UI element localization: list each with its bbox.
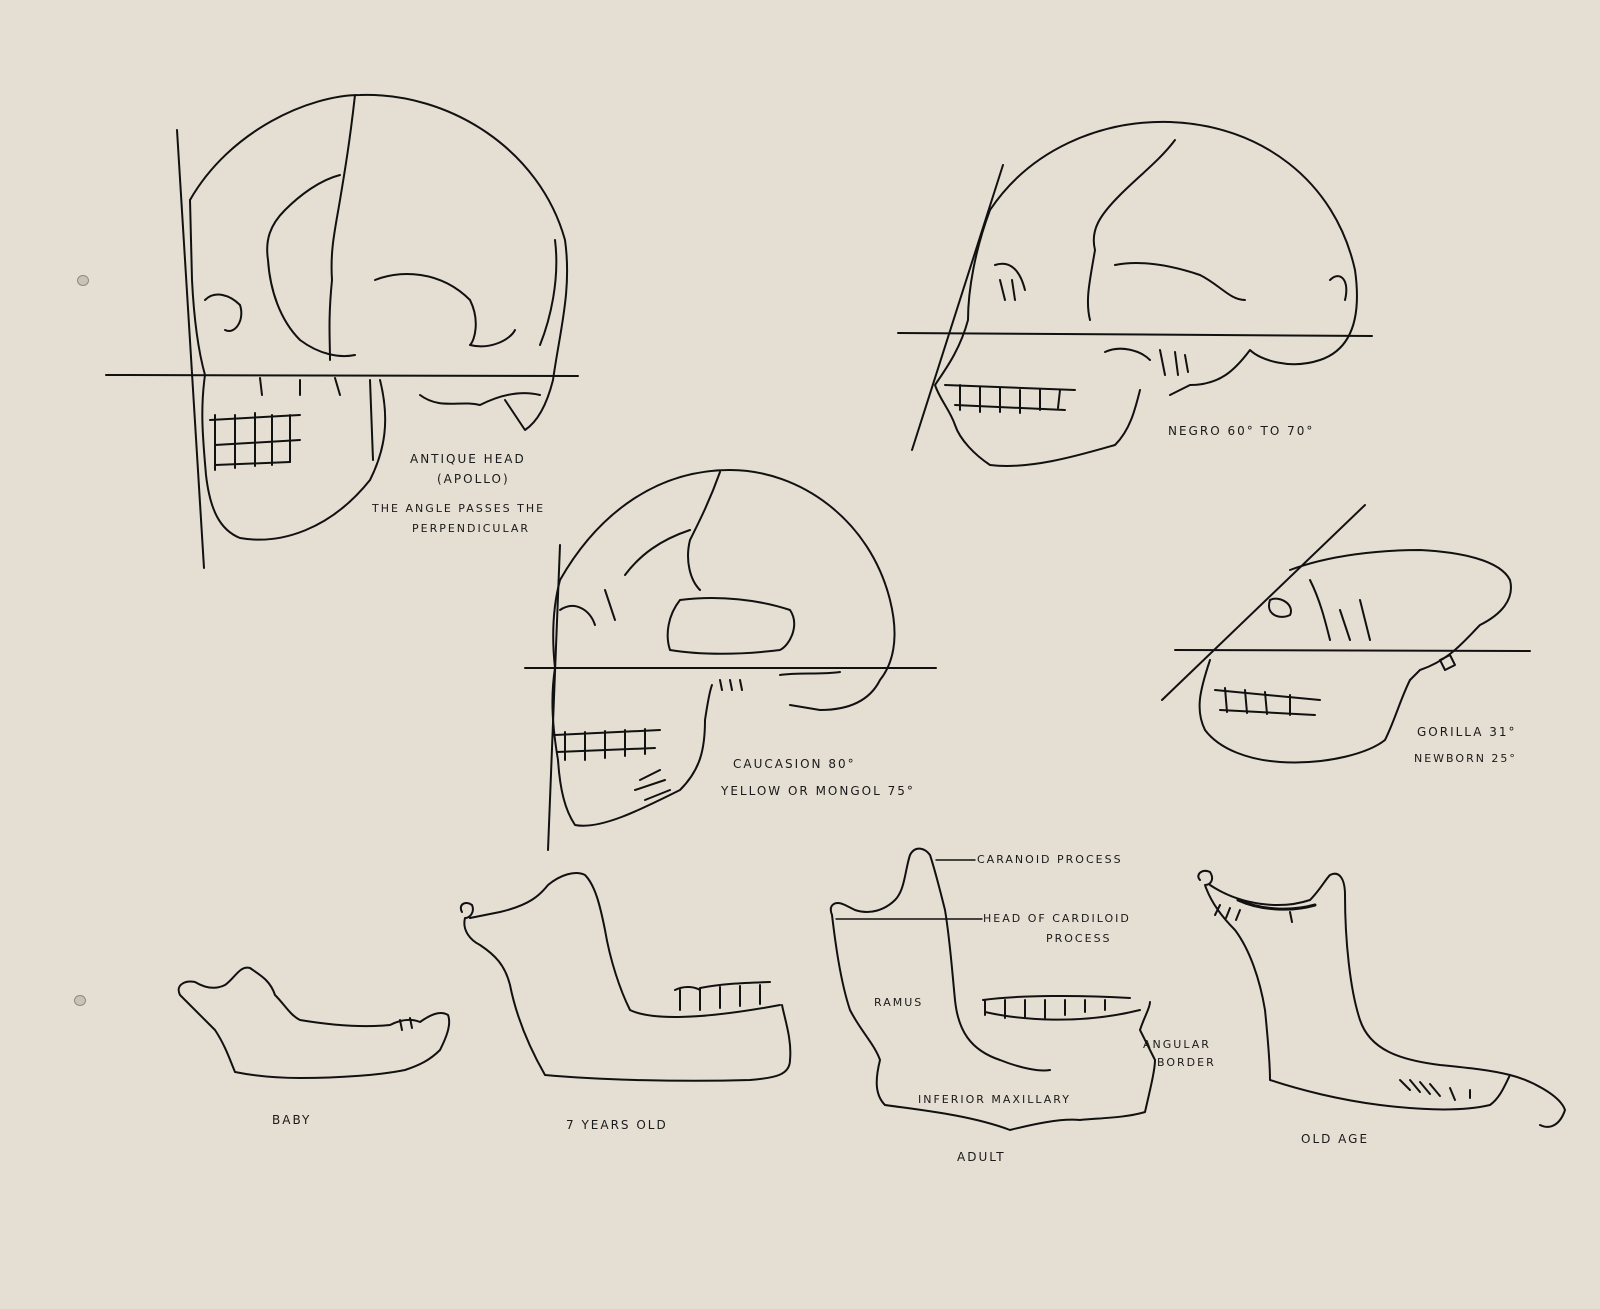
punch-hole-top bbox=[77, 275, 89, 286]
baby-label: Baby bbox=[272, 1113, 312, 1127]
adult-label: Adult bbox=[957, 1150, 1006, 1164]
angular-border-annotation-line1: Angular bbox=[1143, 1038, 1211, 1051]
seven-years-mandible bbox=[459, 872, 792, 1082]
caucasian-skull-label: Caucasion 80° bbox=[733, 757, 856, 771]
gorilla-label: Gorilla 31° bbox=[1417, 725, 1517, 739]
newborn-label: Newborn 25° bbox=[1414, 752, 1517, 765]
adult-mandible bbox=[829, 847, 1156, 1131]
baby-mandible bbox=[177, 966, 451, 1079]
mongol-angle-label: Yellow or Mongol 75° bbox=[721, 784, 915, 798]
negro-skull-label: Negro 60° to 70° bbox=[1168, 424, 1315, 438]
inferior-maxillary-annotation: Inferior Maxillary bbox=[918, 1093, 1071, 1106]
angular-border-annotation-line2: Border bbox=[1157, 1056, 1216, 1069]
caucasian-skull bbox=[524, 469, 937, 851]
ramus-annotation: Ramus bbox=[874, 996, 924, 1009]
old-age-label: Old Age bbox=[1301, 1132, 1370, 1146]
negro-skull bbox=[897, 120, 1373, 467]
old-age-mandible bbox=[1197, 869, 1566, 1128]
gorilla-skull bbox=[1161, 504, 1531, 764]
antique-head-note-line2: perpendicular bbox=[412, 522, 531, 535]
antique-head-note-line1: The angle passes the bbox=[372, 502, 546, 515]
coronoid-process-annotation: Caranoid Process bbox=[977, 853, 1123, 866]
antique-head-title: Antique Head bbox=[410, 452, 526, 466]
antique-head-skull bbox=[105, 93, 579, 569]
antique-head-subtitle: (Apollo) bbox=[437, 472, 510, 486]
condyloid-head-annotation-line2: Process bbox=[1046, 932, 1112, 945]
seven-years-label: 7 Years Old bbox=[566, 1118, 668, 1132]
punch-hole-bottom bbox=[74, 995, 86, 1006]
condyloid-head-annotation-line1: Head of Cardiloid bbox=[983, 912, 1131, 925]
